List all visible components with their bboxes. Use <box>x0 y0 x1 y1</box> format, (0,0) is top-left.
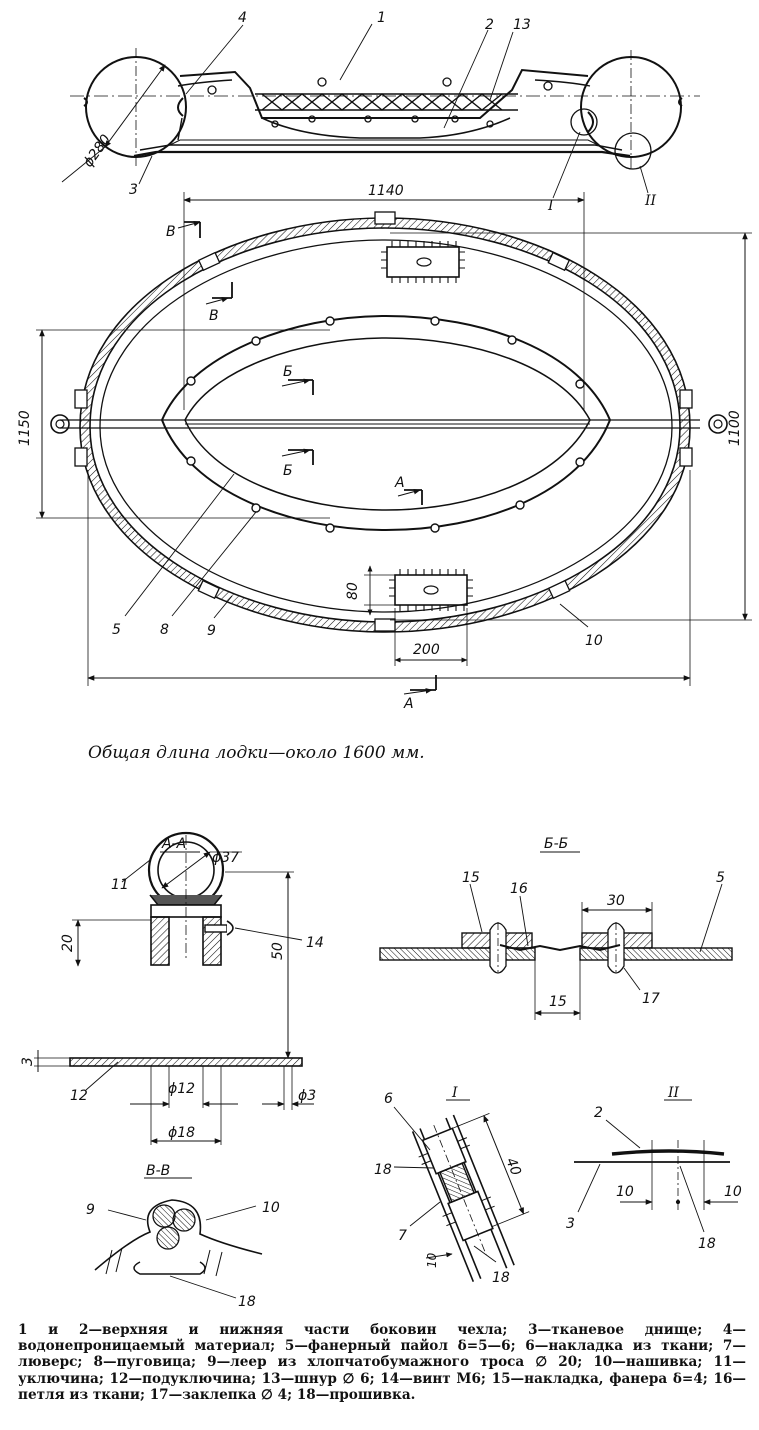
dim-1100: 1100 <box>727 410 743 446</box>
dim-1150: 1150 <box>17 410 33 446</box>
section-bb-title: Б-Б <box>544 836 568 852</box>
det1-label-6: 6 <box>384 1091 393 1107</box>
aa-label-11: 11 <box>111 877 129 893</box>
detail-I-title: I <box>451 1085 458 1101</box>
label-detail-II: II <box>644 193 657 209</box>
label-13: 13 <box>513 17 531 33</box>
bb-dim-30: 30 <box>607 893 625 909</box>
side-section-view <box>61 23 700 199</box>
dim-diameter-280: ϕ280 <box>80 132 114 171</box>
label-10: 10 <box>585 633 603 649</box>
label-9: 9 <box>207 623 216 639</box>
aa-dim-d37: ϕ37 <box>212 850 239 866</box>
detail-II-title: II <box>667 1085 680 1101</box>
section-aa-title: А-А <box>161 836 186 852</box>
aa-dim-3: 3 <box>20 1057 36 1066</box>
section-aa <box>34 831 314 1145</box>
det2-label-2: 2 <box>594 1105 603 1121</box>
dim-1140: 1140 <box>368 183 404 199</box>
detail-I <box>393 1099 530 1282</box>
dim-80: 80 <box>345 582 361 600</box>
aa-dim-20: 20 <box>60 934 76 952</box>
bb-dim-15: 15 <box>549 994 567 1010</box>
aa-dim-d12: ϕ12 <box>168 1081 195 1097</box>
label-1: 1 <box>377 10 386 26</box>
label-5: 5 <box>112 622 121 638</box>
section-vv-title: В-В <box>146 1163 170 1179</box>
cut-mark-B-1: В <box>166 224 176 240</box>
det1-dim-10: 10 <box>425 1252 439 1268</box>
aa-dim-d3: ϕ3 <box>298 1088 316 1104</box>
det2-dim-10b: 10 <box>724 1184 742 1200</box>
cut-mark-A-2: А <box>403 696 414 712</box>
legend: 1 и 2—верхняя и нижняя части боковин чех… <box>18 1322 746 1403</box>
aa-dim-d18: ϕ18 <box>168 1125 195 1141</box>
cut-mark-Bb-1: Б <box>283 364 293 380</box>
plan-view <box>36 192 752 695</box>
section-bb <box>379 851 733 1020</box>
bb-label-16: 16 <box>510 881 528 897</box>
detail-II <box>574 1099 738 1233</box>
vv-label-9: 9 <box>86 1202 95 1218</box>
cut-mark-B-2: В <box>209 308 219 324</box>
label-2: 2 <box>485 17 494 33</box>
det2-label-18: 18 <box>698 1236 716 1252</box>
vv-label-10: 10 <box>262 1200 280 1216</box>
label-4: 4 <box>238 10 247 26</box>
aa-label-12: 12 <box>70 1088 88 1104</box>
det1-dim-40: 40 <box>502 1156 524 1179</box>
aa-label-14: 14 <box>306 935 324 951</box>
section-vv <box>94 1177 263 1299</box>
dim-200: 200 <box>413 642 440 658</box>
det1-label-18a: 18 <box>374 1162 392 1178</box>
det1-label-18b: 18 <box>492 1270 510 1286</box>
cut-mark-Bb-2: Б <box>283 463 293 479</box>
caption: Общая длина лодки—около 1600 мм. <box>88 743 425 763</box>
bb-label-17: 17 <box>642 991 660 1007</box>
vv-label-18: 18 <box>238 1294 256 1310</box>
bb-label-15: 15 <box>462 870 480 886</box>
aa-dim-50: 50 <box>270 942 286 960</box>
label-3: 3 <box>129 182 138 198</box>
label-8: 8 <box>160 622 169 638</box>
cut-mark-A-1: А <box>394 475 405 491</box>
det2-dim-10a: 10 <box>616 1184 634 1200</box>
det2-label-3: 3 <box>566 1216 575 1232</box>
det1-label-7: 7 <box>398 1228 407 1244</box>
label-detail-I: I <box>547 198 554 214</box>
bb-label-5: 5 <box>716 870 725 886</box>
